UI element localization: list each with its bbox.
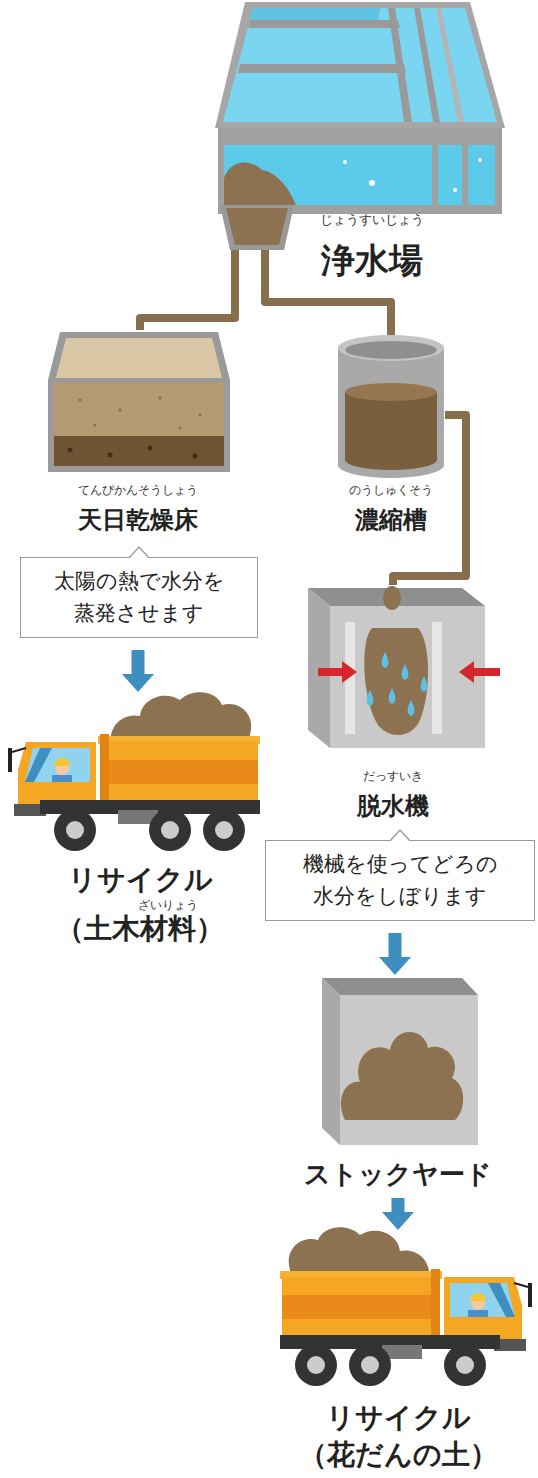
thickener-tank [338,335,444,478]
node-label: 浄水場 [321,241,423,280]
dehydrator-part [389,688,396,704]
water-plant-part [226,208,288,245]
node-label: リサイクル [68,864,213,896]
node-label: 脱水機 [357,793,429,821]
drying-bed-part [79,399,82,402]
water-plant-part [438,145,462,205]
stockyard-part [341,1032,463,1120]
dehydrator-part [459,661,500,683]
dehydrator-part [382,652,389,668]
water-plant-part [478,158,482,162]
flow-arrow [389,933,402,957]
ruby-reading: じょうすいじょう [320,213,424,228]
drying-bed-part [119,409,122,412]
node-label: 天日乾燥床 [78,507,198,535]
water-plant-part [369,180,375,186]
dehydrator-part [402,664,409,680]
dehydrator-part [318,661,357,683]
dump-truck [280,1227,532,1386]
dehydrator-part [367,690,374,706]
node-label: （花だんの土） [299,1439,498,1471]
ruby-reading: だっすいき [363,770,423,784]
dehydrator-part [421,676,428,692]
water-plant-part [414,8,440,122]
dehydrator-part [383,586,401,610]
water-plant [215,2,505,250]
thickener-tank-part [338,335,444,361]
dehydrator-part [432,622,442,734]
water-plant-part [224,145,432,205]
ruby-reading: のうしゅくそう [349,484,433,498]
stockyard [322,978,478,1145]
node-label: 濃縮槽 [355,507,427,535]
water-plant-part [248,20,400,28]
water-plant-part [343,160,347,164]
sludge-pipe [393,415,466,585]
recycle-truck-node: リサイクル （花だんの土） [280,1230,535,1474]
flow-arrow [132,650,145,674]
dehydrator-node: だっすいき脱水機機械を使ってどろの 水分をしぼります [265,585,535,927]
dehydrator [308,586,500,748]
stockyard-part [322,978,478,995]
water-plant-part [223,8,497,122]
ruby-reading: ざいりょう [138,899,198,913]
drying-bed-part [193,454,198,459]
thickener-tank-part [338,348,444,478]
drying-bed-part [56,338,222,378]
recycle-truck-node: リサイクルざいりょう（土木材料） [3,692,265,947]
callout-text: 太陽の熱で水分を 蒸発させます [31,566,247,629]
plant-node: じょうすいじょう浄水場 [215,0,505,250]
drying-bed-part [68,448,73,453]
callout-text: 機械を使ってどろの 水分をしぼります [276,849,524,912]
stockyard-part [322,978,340,1145]
drying-bed-part [199,414,202,417]
thickener-tank-part [345,383,437,401]
dump-truck [8,692,260,851]
stockyard-node: ストックヤード [295,975,495,1192]
drying-bed-part [148,446,153,451]
node-label: リサイクル [326,1402,471,1434]
ruby-reading: てんぴかんそうしょう [78,484,198,498]
thickener-node: のうしゅくそう濃縮槽 [335,335,445,535]
drying-bed-node: てんぴかんそうしょう天日乾燥床太陽の熱で水分を 蒸発させます [20,330,258,644]
sludge-pipe [140,250,235,330]
drying-bed-part [94,424,97,427]
water-plant-part [238,64,406,73]
drying-bed-part [108,453,113,458]
dehydrator-part [364,628,428,735]
stockyard-part [340,995,478,1145]
dehydrator-part [408,700,415,716]
drying-bed-part [179,427,182,430]
water-plant-part [215,2,505,128]
water-plant-part [250,8,380,20]
drying-bed-part [48,332,230,472]
dehydrator-part [330,606,485,748]
water-plant-part [224,162,296,205]
thickener-tank-part [345,392,437,470]
thickener-tank-part [345,341,437,359]
water-plant-part [436,8,464,122]
water-plant-part [220,205,294,250]
drying-bed-part [159,397,162,400]
water-plant-part [218,128,502,214]
flow-arrow [392,1198,405,1212]
drying-bed-part [54,382,224,436]
node-label: ストックヤード [304,1160,492,1190]
drying-bed-part [54,436,224,466]
drying-bed [48,332,230,472]
node-label: （土木材料） [56,913,224,945]
water-plant-part [453,188,457,192]
water-plant-part [388,8,412,122]
water-plant-part [468,145,495,205]
callout-box: 機械を使ってどろの 水分をしぼります [265,840,535,921]
callout-box: 太陽の熱で水分を 蒸発させます [20,557,258,638]
